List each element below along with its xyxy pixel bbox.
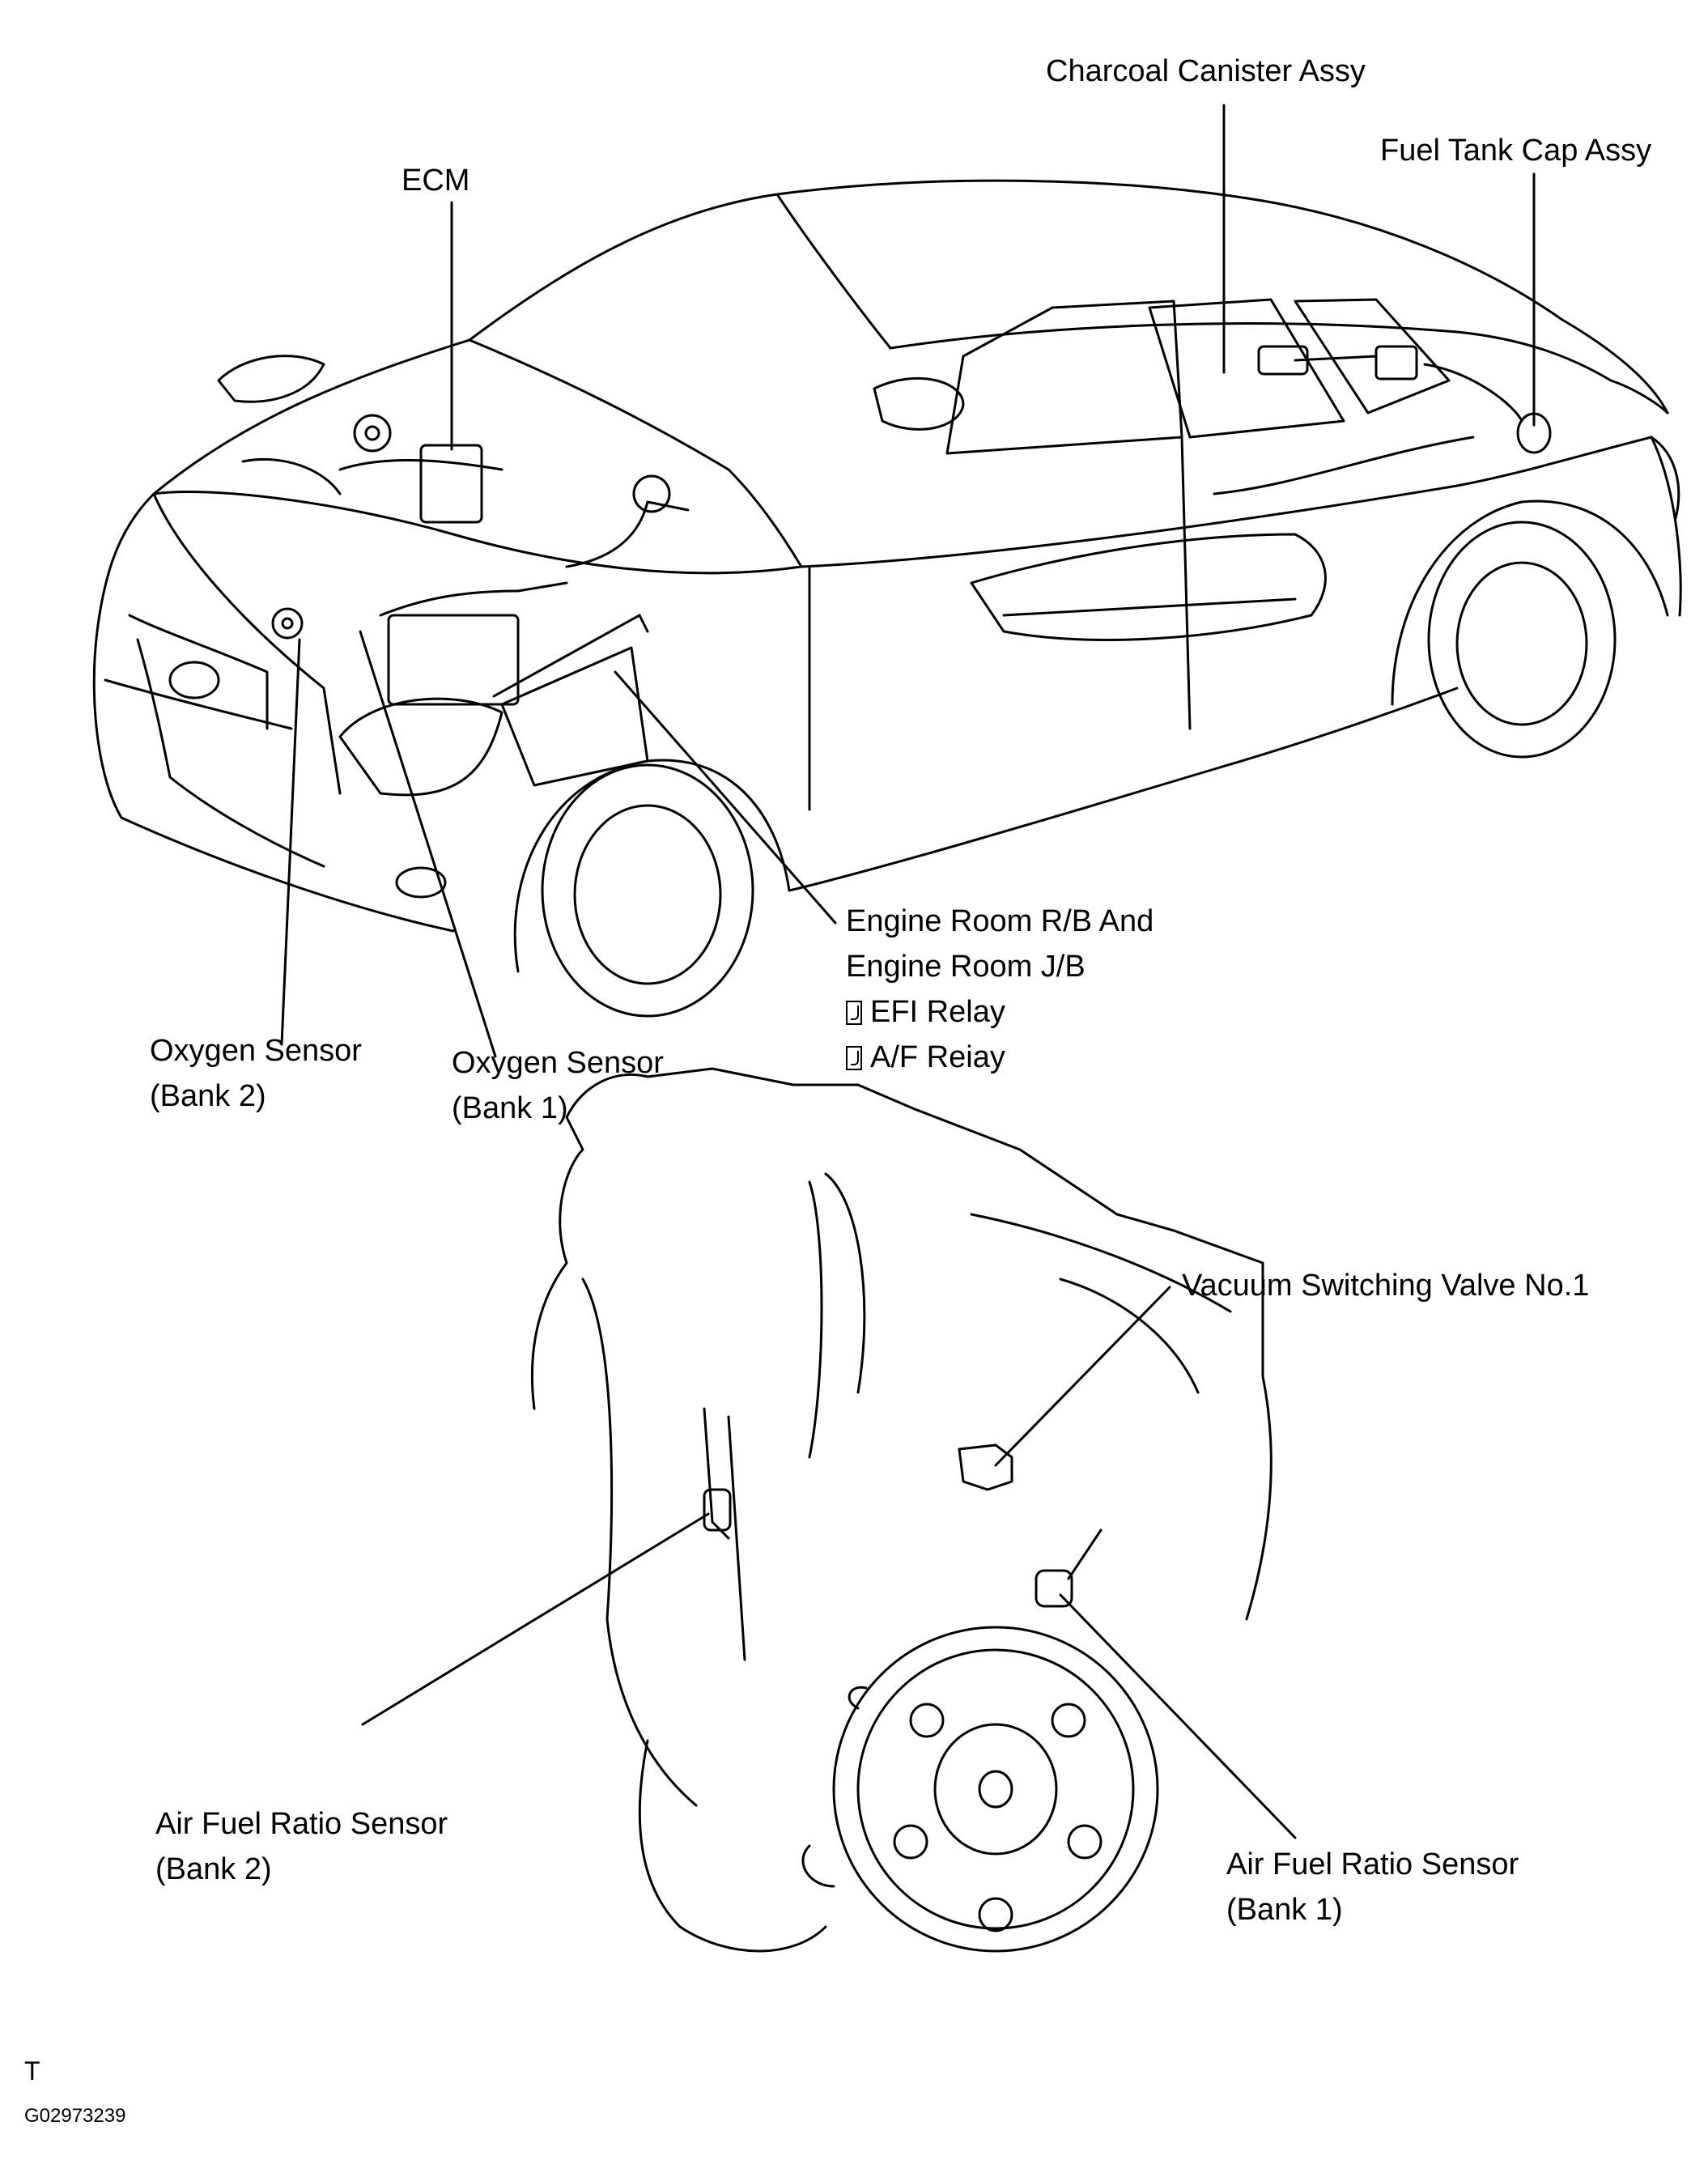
label-efi-relay-text: EFI Relay xyxy=(870,995,1005,1029)
relay-icon xyxy=(846,1001,862,1025)
label-charcoal-canister-text: Charcoal Canister Assy xyxy=(1046,54,1366,88)
label-engine-room-line1: Engine Room R/B And xyxy=(846,904,1154,938)
footer-code: G02973239 xyxy=(24,2105,126,2127)
label-oxygen-bank1: Oxygen Sensor (Bank 1) xyxy=(452,1040,664,1131)
leader-oxygen-bank1 xyxy=(359,630,497,1058)
label-afr-bank2: Air Fuel Ratio Sensor (Bank 2) xyxy=(155,1801,448,1892)
relay-icon xyxy=(846,1046,862,1070)
label-efi-relay: EFI Relay xyxy=(846,989,1154,1035)
label-oxygen-bank2-line2: (Bank 2) xyxy=(150,1079,266,1113)
footer-letter: T xyxy=(24,2056,40,2085)
label-vsv-text: Vacuum Switching Valve No.1 xyxy=(1182,1269,1590,1303)
label-oxygen-bank2-line1: Oxygen Sensor xyxy=(150,1034,362,1068)
label-oxygen-bank1-line2: (Bank 1) xyxy=(452,1091,568,1125)
label-afr-bank1-line1: Air Fuel Ratio Sensor xyxy=(1226,1847,1519,1881)
label-ecm: ECM xyxy=(402,158,469,203)
leader-lines xyxy=(280,104,1536,1839)
label-af-relay-text: A/F Reiay xyxy=(870,1040,1005,1074)
label-ecm-text: ECM xyxy=(402,164,470,198)
label-charcoal-canister: Charcoal Canister Assy xyxy=(1046,49,1366,94)
leader-afr-bank1 xyxy=(1059,1593,1297,1839)
engine-illustration xyxy=(530,1067,1273,1953)
leader-oxygen-bank2 xyxy=(280,638,301,1046)
label-afr-bank1: Air Fuel Ratio Sensor (Bank 1) xyxy=(1226,1842,1519,1932)
label-oxygen-bank1-line1: Oxygen Sensor xyxy=(452,1046,664,1080)
label-engine-room-line2: Engine Room J/B xyxy=(846,950,1086,984)
ecm-box xyxy=(419,444,483,524)
engine-bay-details xyxy=(217,355,690,787)
label-engine-room: Engine Room R/B And Engine Room J/B EFI … xyxy=(846,899,1154,1080)
label-oxygen-bank2: Oxygen Sensor (Bank 2) xyxy=(150,1028,362,1119)
car-illustration xyxy=(92,179,1682,1018)
label-afr-bank2-line1: Air Fuel Ratio Sensor xyxy=(155,1807,448,1841)
label-afr-bank2-line2: (Bank 2) xyxy=(155,1852,272,1886)
label-af-relay: A/F Reiay xyxy=(846,1035,1154,1080)
label-fuel-tank-cap: Fuel Tank Cap Assy xyxy=(1380,128,1651,173)
leader-vsv xyxy=(994,1286,1171,1467)
label-fuel-tank-cap-text: Fuel Tank Cap Assy xyxy=(1380,134,1652,168)
leader-afr-bank2 xyxy=(361,1512,710,1726)
leader-engine-room xyxy=(614,670,837,925)
label-afr-bank1-line2: (Bank 1) xyxy=(1226,1893,1343,1927)
label-vsv: Vacuum Switching Valve No.1 xyxy=(1182,1263,1589,1308)
